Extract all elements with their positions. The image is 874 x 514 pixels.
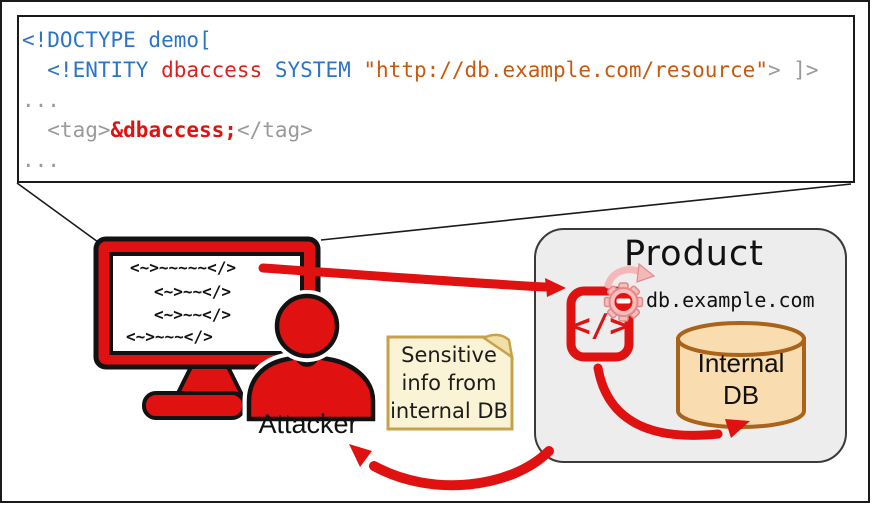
code-icon-label: </> <box>572 308 628 344</box>
product-host-label: db.example.com <box>646 288 815 312</box>
product-title: Product <box>624 234 764 274</box>
screen-code-line: <~>~~</> <box>154 282 232 301</box>
sticky-note-line: internal DB <box>390 399 508 423</box>
sticky-note-line: Sensitive <box>401 343 497 367</box>
code-line: <tag>&dbaccess;</tag> <box>22 118 313 142</box>
callout-tail-left-line <box>16 182 99 243</box>
code-line: <!ENTITY dbaccess SYSTEM "http://db.exam… <box>22 58 819 82</box>
attacker-label: Attacker <box>258 409 358 439</box>
screen-code-line: <~>~~</> <box>154 305 232 324</box>
person-head <box>274 293 340 359</box>
xml-code-lines: <!DOCTYPE demo[ <!ENTITY dbaccess SYSTEM… <box>22 25 819 175</box>
person-head-halo <box>271 290 343 362</box>
sticky-note-line: info from <box>401 371 497 395</box>
sticky-note-text: Sensitive info from internal DB <box>386 341 512 425</box>
xml-snippet-callout: <!DOCTYPE demo[ <!ENTITY dbaccess SYSTEM… <box>17 15 855 183</box>
code-line: ... <box>22 148 60 172</box>
internal-db-label-line1: Internal <box>697 348 785 378</box>
monitor-stand-base <box>142 391 246 420</box>
internal-db-label-line2: DB <box>722 380 760 410</box>
exfiltration-arrow <box>349 444 554 491</box>
attacker-person-icon <box>242 290 380 426</box>
screen-code-line: <~>~~~</> <box>126 327 213 346</box>
monitor-stand-neck <box>172 365 247 399</box>
screen-code-line: <~>~~~~~</> <box>130 258 236 277</box>
attack-request-arrow <box>258 263 566 297</box>
code-line: ... <box>22 88 60 112</box>
code-line: <!DOCTYPE demo[ <box>22 28 212 52</box>
